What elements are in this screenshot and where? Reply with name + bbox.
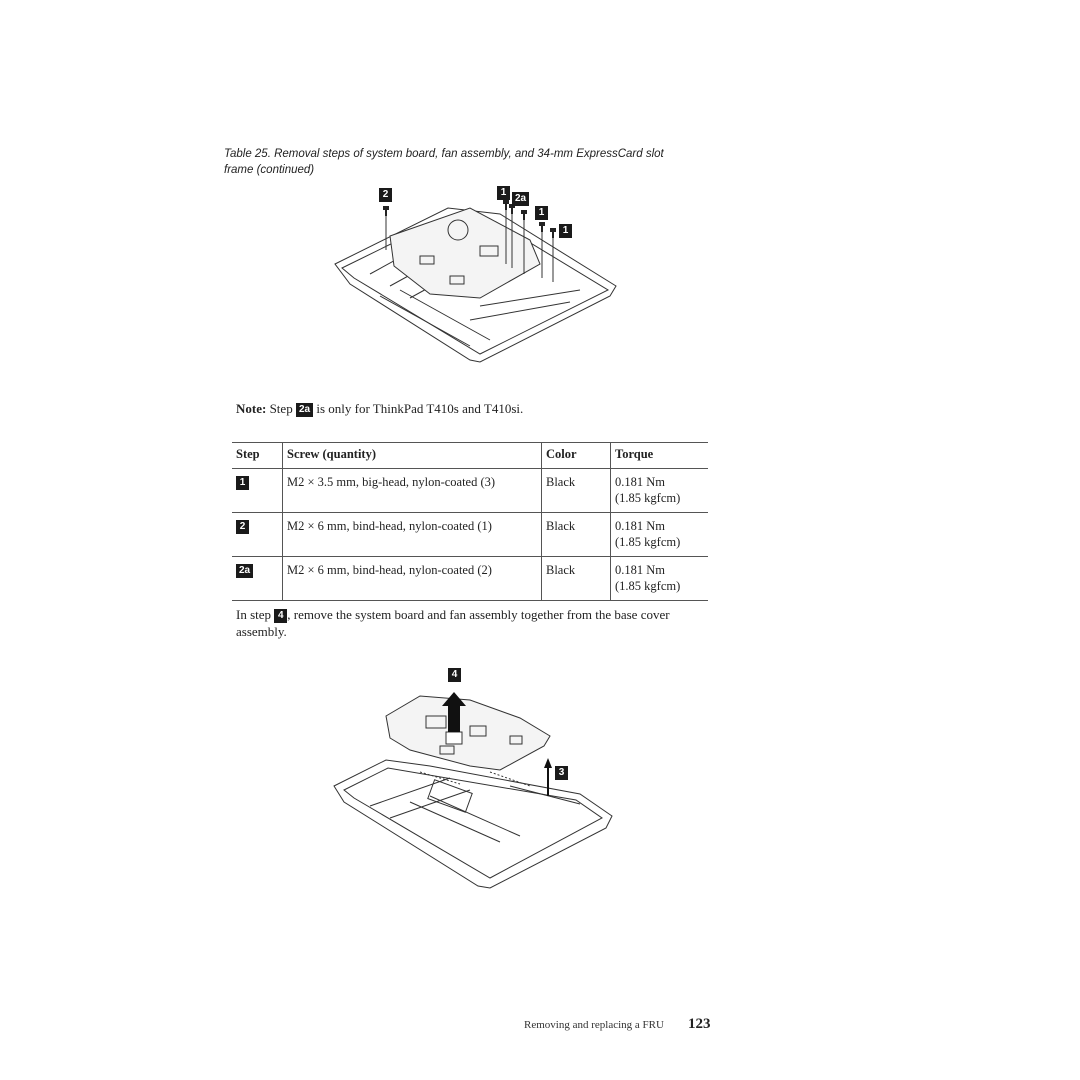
- step-cell: 1: [232, 468, 283, 513]
- color-cell: Black: [541, 512, 611, 557]
- callout-step-4: 4: [448, 668, 461, 682]
- para-step-badge: 4: [274, 609, 288, 624]
- screw-cell: M2 × 6 mm, bind-head, nylon-coated (2): [282, 556, 542, 601]
- step-badge: 2: [236, 520, 249, 535]
- callout-step-1: 1: [535, 206, 548, 220]
- torque-nm: 0.181 Nm: [615, 475, 665, 489]
- page-number: 123: [688, 1016, 711, 1032]
- torque-kgfcm: (1.85 kgfcm): [615, 491, 681, 505]
- table-header-row: Step Screw (quantity) Color Torque: [232, 442, 708, 469]
- note-label: Note:: [236, 401, 267, 416]
- note-text-after: is only for ThinkPad T410s and T410si.: [316, 401, 524, 416]
- table-row: 2 M2 × 6 mm, bind-head, nylon-coated (1)…: [232, 512, 708, 557]
- screw-table: Step Screw (quantity) Color Torque 1 M2 …: [232, 442, 708, 601]
- step-cell: 2: [232, 512, 283, 557]
- screw-cell: M2 × 6 mm, bind-head, nylon-coated (1): [282, 512, 542, 557]
- torque-cell: 0.181 Nm (1.85 kgfcm): [610, 556, 708, 601]
- torque-cell: 0.181 Nm (1.85 kgfcm): [610, 468, 708, 513]
- step-cell: 2a: [232, 556, 283, 601]
- table-caption: Table 25. Removal steps of system board,…: [224, 148, 664, 176]
- torque-nm: 0.181 Nm: [615, 563, 665, 577]
- table-row: 1 M2 × 3.5 mm, big-head, nylon-coated (3…: [232, 468, 708, 513]
- callout-step-2a: 2a: [512, 192, 530, 206]
- note-text-before: Step: [269, 401, 293, 416]
- torque-kgfcm: (1.85 kgfcm): [615, 535, 681, 549]
- step-badge: 1: [236, 476, 249, 491]
- figure-board-removal: [333, 692, 613, 889]
- header-step: Step: [232, 442, 283, 469]
- torque-cell: 0.181 Nm (1.85 kgfcm): [610, 512, 708, 557]
- callout-step-1: 1: [559, 224, 572, 238]
- header-screw: Screw (quantity): [282, 442, 542, 469]
- para-text-after: , remove the system board and fan assemb…: [236, 607, 670, 640]
- para-text-before: In step: [236, 607, 272, 622]
- color-cell: Black: [541, 468, 611, 513]
- instruction-paragraph: In step 4, remove the system board and f…: [236, 606, 706, 640]
- footer-section-title: Removing and replacing a FRU: [524, 1019, 664, 1031]
- figure-screw-removal: [334, 200, 617, 363]
- header-torque: Torque: [610, 442, 708, 469]
- note: Note: Step 2a is only for ThinkPad T410s…: [236, 401, 524, 418]
- note-step-badge: 2a: [295, 403, 314, 418]
- torque-nm: 0.181 Nm: [615, 519, 665, 533]
- callout-step-1: 1: [497, 186, 510, 200]
- step-badge: 2a: [236, 564, 254, 579]
- screw-cell: M2 × 3.5 mm, big-head, nylon-coated (3): [282, 468, 542, 513]
- color-cell: Black: [541, 556, 611, 601]
- callout-step-3: 3: [555, 766, 568, 780]
- table-row: 2a M2 × 6 mm, bind-head, nylon-coated (2…: [232, 556, 708, 601]
- header-color: Color: [541, 442, 611, 469]
- torque-kgfcm: (1.85 kgfcm): [615, 579, 681, 593]
- callout-step-2: 2: [379, 188, 392, 202]
